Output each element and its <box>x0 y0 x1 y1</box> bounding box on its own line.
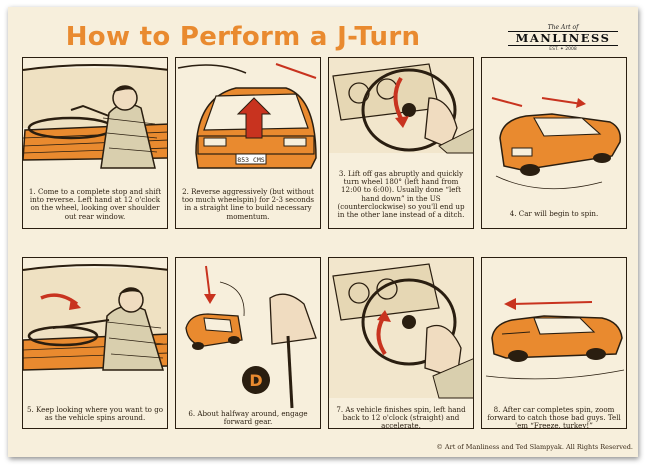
step-panel-3: 3. Lift off gas abruptly and quickly tur… <box>328 57 474 229</box>
step-3-caption: 3. Lift off gas abruptly and quickly tur… <box>337 169 465 220</box>
step-4-caption: 4. Car will begin to spin. <box>509 209 599 218</box>
step-panel-2: 853 CMS 2. Reverse aggressively (but wit… <box>175 57 321 229</box>
logo-main-text: MANLINESS <box>508 31 618 46</box>
step-4-illustration <box>491 97 622 190</box>
step-panel-7: 7. As vehicle finishes spin, left hand b… <box>328 257 474 429</box>
drive-gear-icon: D <box>249 371 262 390</box>
step-3-illustration <box>329 58 473 154</box>
step-5-caption: 5. Keep looking where you want to go as … <box>27 405 164 423</box>
step-1-caption: 1. Come to a complete stop and shift int… <box>28 187 162 221</box>
step-8-caption: 8. After car completes spin, zoom forwar… <box>487 405 621 429</box>
step-6-caption: 6. About halfway around, engage forward … <box>188 409 308 427</box>
step-2-illustration: 853 CMS <box>177 63 317 169</box>
page-title: How to Perform a J-Turn <box>65 22 421 52</box>
license-plate: 853 CMS <box>237 156 264 164</box>
logo-top-text: The Art of <box>547 24 579 31</box>
step-7-caption: 7. As vehicle finishes spin, left hand b… <box>336 405 466 429</box>
step-panel-5: 5. Keep looking where you want to go as … <box>22 257 168 429</box>
step-2-caption: 2. Reverse aggressively (but without too… <box>181 187 315 221</box>
step-6-illustration: D <box>185 265 317 409</box>
copyright-text: © Art of Manliness and Ted Slampyak. All… <box>436 443 633 451</box>
manliness-logo: The Art of MANLINESS EST. ✦ 2008 <box>508 24 618 54</box>
step-7-illustration <box>329 258 473 399</box>
infographic-card: How to Perform a J-Turn The Art of MANLI… <box>8 7 638 457</box>
step-5-illustration <box>23 264 167 371</box>
step-panel-6: D 6. About halfway around, engage forwar… <box>175 257 321 429</box>
step-1-illustration <box>23 58 167 169</box>
logo-est-text: EST. ✦ 2008 <box>549 47 577 52</box>
step-panel-1: 1. Come to a complete stop and shift int… <box>22 57 168 229</box>
step-panel-8: 8. After car completes spin, zoom forwar… <box>481 257 627 429</box>
step-panel-4: 4. Car will begin to spin. <box>481 57 627 229</box>
step-8-illustration <box>485 298 625 380</box>
